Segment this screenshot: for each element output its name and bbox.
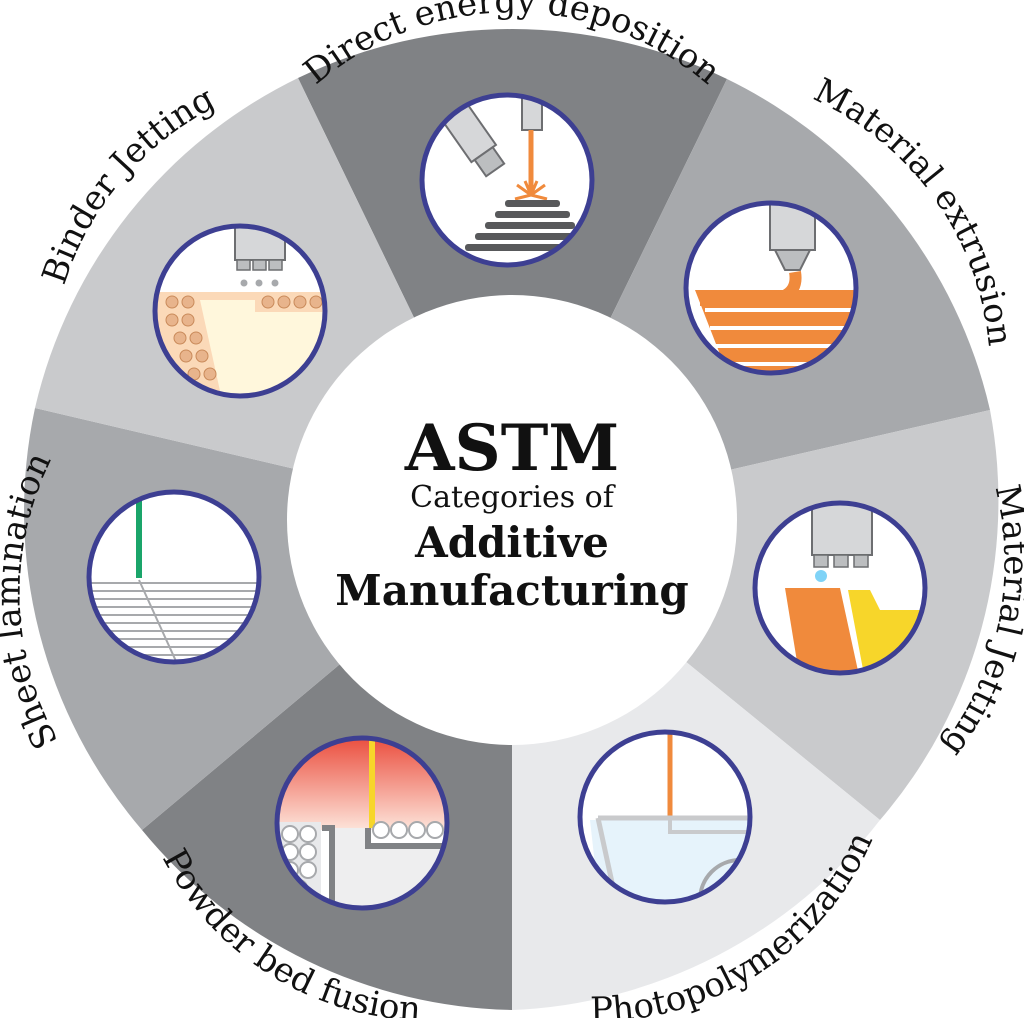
center-line-additive: Additive [414, 518, 609, 567]
center-line-manufacturing: Manufacturing [335, 566, 689, 615]
laser-nozzle-icon [419, 92, 595, 268]
printhead-jetting-icon [752, 500, 928, 676]
center-title: ASTM [404, 411, 619, 486]
resin-vat-icon [577, 729, 753, 905]
sector-direct-energy-deposition [298, 29, 727, 520]
center-subtitle: Categories of [410, 480, 616, 515]
center-circle [287, 295, 737, 745]
